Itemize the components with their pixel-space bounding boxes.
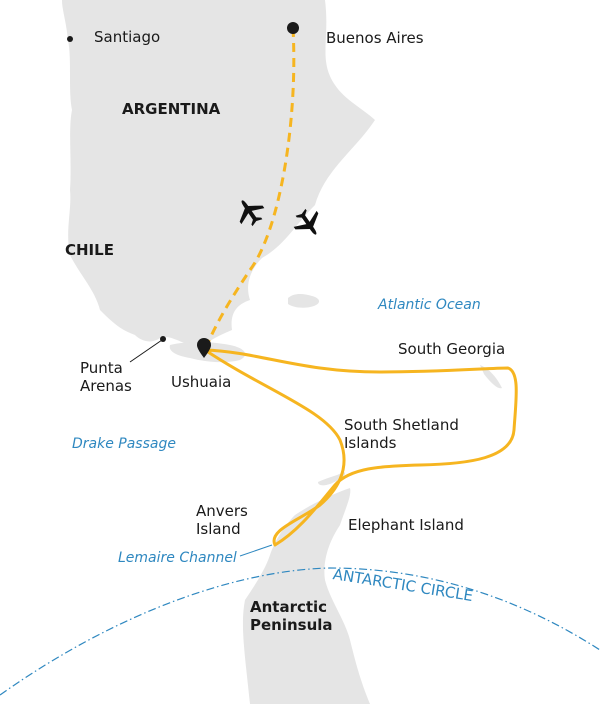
- antarctic-peninsula-label: Antarctic Peninsula: [250, 598, 333, 634]
- argentina-label: ARGENTINA: [122, 100, 221, 118]
- santiago-label: Santiago: [94, 28, 161, 46]
- south-america-land: [62, 0, 375, 345]
- drake-passage-label: Drake Passage: [72, 436, 176, 452]
- flight-route: [203, 27, 296, 351]
- elephant-island-label: Elephant Island: [348, 516, 464, 534]
- location-pin-icon: [197, 338, 211, 358]
- airplane-icon: [293, 208, 319, 235]
- south-shetland-islands: [318, 472, 346, 486]
- buenos-aires-dot-icon: [287, 22, 299, 34]
- anvers-island-label: Anvers Island: [196, 502, 248, 538]
- punta-arenas-label: Punta Arenas: [80, 359, 132, 395]
- airplane-icon: [239, 200, 265, 227]
- punta-arenas-leader: [129, 339, 163, 363]
- punta-arenas-dot-icon: [160, 336, 166, 342]
- antarctic-peninsula-land: [242, 488, 370, 704]
- south-shetland-label: South Shetland Islands: [344, 416, 459, 452]
- santiago-dot-icon: [67, 36, 73, 42]
- antarctic-circle-line: [0, 567, 600, 696]
- lemaire-channel-label: Lemaire Channel: [118, 550, 237, 566]
- chile-label: CHILE: [65, 241, 114, 259]
- lemaire-leader: [239, 544, 273, 557]
- south-georgia-island: [480, 365, 502, 389]
- sea-route: [204, 348, 518, 547]
- south-georgia-label: South Georgia: [398, 340, 506, 358]
- buenos-aires-label: Buenos Aires: [326, 29, 424, 47]
- atlantic-ocean-label: Atlantic Ocean: [378, 297, 481, 313]
- falkland-islands: [288, 294, 320, 308]
- ushuaia-label: Ushuaia: [171, 373, 232, 391]
